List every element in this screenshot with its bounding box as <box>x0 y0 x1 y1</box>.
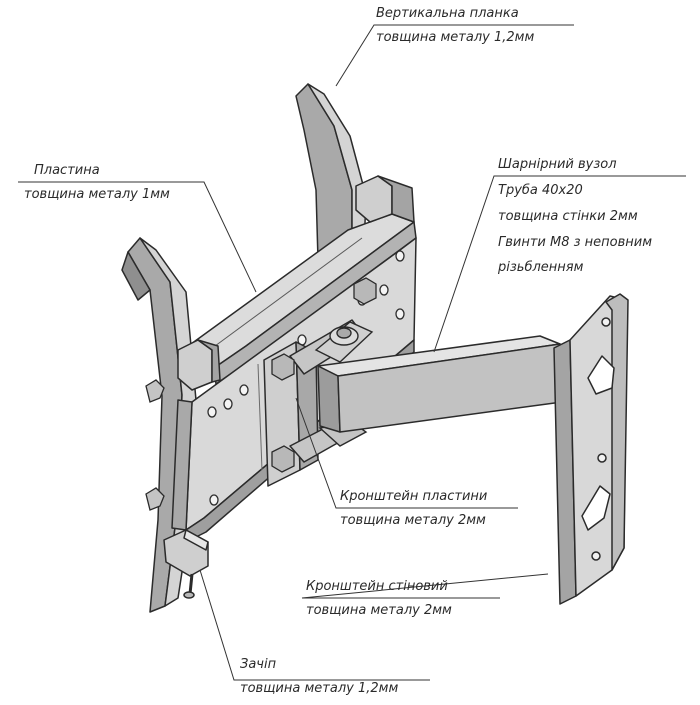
label-wall-bracket-detail: товщина металу 2мм <box>306 603 452 618</box>
leader-plate-bracket <box>295 397 518 509</box>
wing-nuts <box>145 379 165 511</box>
label-plate-detail: товщина металу 1мм <box>24 187 170 202</box>
label-wall-bracket: Кронштейн стіновий товщина металу 2мм <box>306 579 452 618</box>
label-latch: Зачіп товщина металу 1,2мм <box>240 657 398 696</box>
leader-wall-bracket <box>301 573 549 599</box>
leader-lines <box>18 24 686 681</box>
label-hinge-line-2: товщина стінки 2мм <box>498 209 638 224</box>
label-vertical-bar-detail: товщина металу 1,2мм <box>376 30 534 45</box>
label-hinge-line-3: Гвинти М8 з неповним <box>498 235 652 250</box>
label-plate: Пластина товщина металу 1мм <box>24 163 170 202</box>
label-plate-bracket-detail: товщина металу 2мм <box>340 513 486 528</box>
latch <box>163 529 209 599</box>
leader-plate <box>18 181 257 293</box>
hinge-cap <box>314 321 374 447</box>
hinge-tube <box>317 335 563 433</box>
leader-latch <box>199 569 430 681</box>
wall-bracket <box>553 293 629 605</box>
label-latch-detail: товщина металу 1,2мм <box>240 681 398 696</box>
label-plate-bracket: Кронштейн пластини товщина металу 2мм <box>340 489 487 528</box>
label-latch-name: Зачіп <box>240 657 277 672</box>
leader-vertical-bar <box>335 24 574 87</box>
leader-hinge <box>433 175 686 353</box>
label-plate-name: Пластина <box>34 163 100 178</box>
label-hinge-line-1: Труба 40х20 <box>498 183 583 198</box>
label-hinge-name: Шарнірний вузол <box>498 157 617 172</box>
label-hinge: Шарнірний вузол Труба 40х20 товщина стін… <box>497 157 652 275</box>
label-vertical-bar-name: Вертикальна планка <box>376 6 519 21</box>
label-wall-bracket-name: Кронштейн стіновий <box>306 579 448 594</box>
bracket-bolts <box>271 277 377 473</box>
label-hinge-line-4: різьбленням <box>497 260 584 275</box>
label-plate-bracket-name: Кронштейн пластини <box>340 489 487 504</box>
label-vertical-bar: Вертикальна планка товщина металу 1,2мм <box>376 6 534 45</box>
top-hooks <box>177 175 415 391</box>
